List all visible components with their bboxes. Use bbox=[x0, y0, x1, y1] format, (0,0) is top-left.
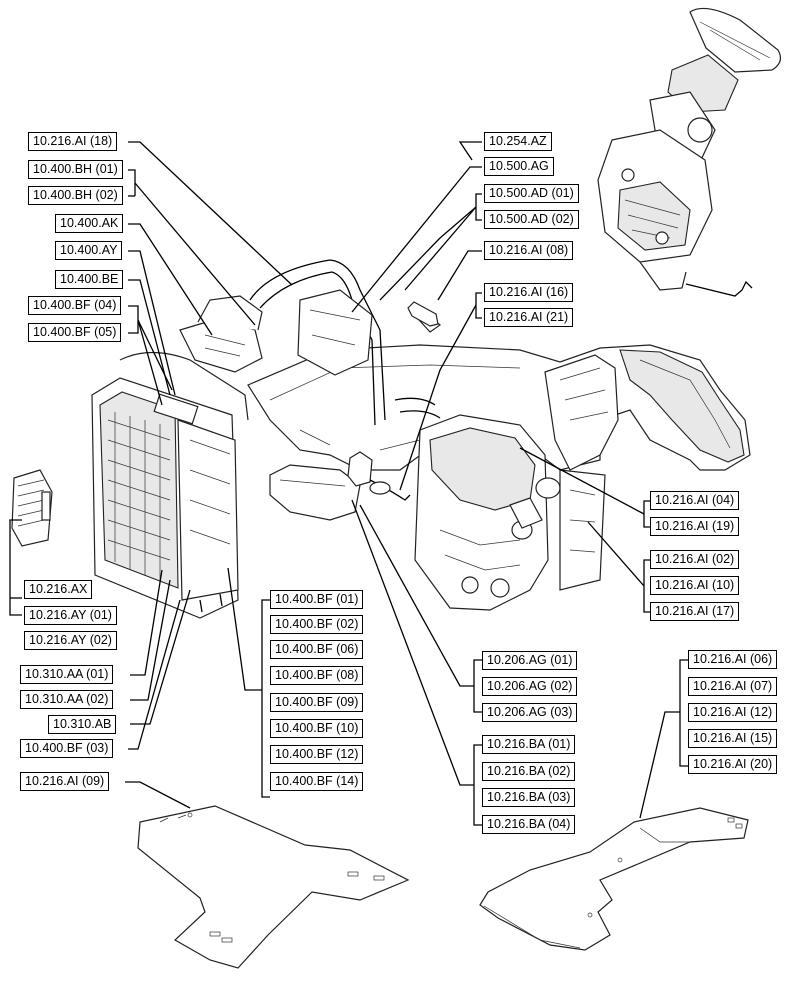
callout-10-500-ad-01[interactable]: 10.500.AD (01) bbox=[484, 184, 579, 203]
callout-10-216-ai-09[interactable]: 10.216.AI (09) bbox=[20, 772, 110, 791]
callout-10-400-ak[interactable]: 10.400.AK bbox=[55, 214, 124, 233]
callout-10-400-bf-01[interactable]: 10.400.BF (01) bbox=[270, 590, 364, 609]
callout-10-400-bf-02[interactable]: 10.400.BF (02) bbox=[270, 615, 364, 634]
callout-10-216-ai-04[interactable]: 10.216.AI (04) bbox=[650, 491, 740, 510]
callout-10-216-ai-15[interactable]: 10.216.AI (15) bbox=[688, 729, 778, 748]
floor-mat-left-illustration bbox=[137, 805, 410, 969]
callout-10-400-bh-02[interactable]: 10.400.BH (02) bbox=[28, 186, 123, 205]
callout-10-216-ai-16[interactable]: 10.216.AI (16) bbox=[484, 283, 574, 302]
callout-10-400-bf-10[interactable]: 10.400.BF (10) bbox=[270, 719, 364, 738]
callout-10-400-bf-12[interactable]: 10.400.BF (12) bbox=[270, 745, 364, 764]
callout-10-206-ag-01[interactable]: 10.206.AG (01) bbox=[482, 651, 578, 670]
callout-10-216-ai-06[interactable]: 10.216.AI (06) bbox=[688, 650, 778, 669]
callout-10-400-be[interactable]: 10.400.BE bbox=[55, 270, 124, 289]
callout-10-216-ay-01[interactable]: 10.216.AY (01) bbox=[24, 606, 117, 625]
callout-10-500-ad-02[interactable]: 10.500.AD (02) bbox=[484, 210, 579, 229]
callout-10-216-ai-18[interactable]: 10.216.AI (18) bbox=[28, 132, 118, 151]
callout-10-216-ay-02[interactable]: 10.216.AY (02) bbox=[24, 631, 117, 650]
callout-10-216-ai-02[interactable]: 10.216.AI (02) bbox=[650, 550, 740, 569]
callout-10-216-ai-20[interactable]: 10.216.AI (20) bbox=[688, 755, 778, 774]
oil-cooler-illustration bbox=[11, 469, 53, 547]
callout-10-400-bf-04[interactable]: 10.400.BF (04) bbox=[28, 296, 122, 315]
callout-10-216-ai-07[interactable]: 10.216.AI (07) bbox=[688, 677, 778, 696]
callout-10-216-ai-08[interactable]: 10.216.AI (08) bbox=[484, 241, 574, 260]
callout-10-216-ax[interactable]: 10.216.AX bbox=[24, 580, 93, 599]
callout-10-310-ab[interactable]: 10.310.AB bbox=[48, 715, 117, 734]
callout-10-216-ba-04[interactable]: 10.216.BA (04) bbox=[482, 815, 576, 834]
callout-10-400-bf-05[interactable]: 10.400.BF (05) bbox=[28, 323, 122, 342]
callout-10-400-ay[interactable]: 10.400.AY bbox=[55, 241, 123, 260]
callout-10-216-ba-03[interactable]: 10.216.BA (03) bbox=[482, 788, 576, 807]
callout-10-206-ag-02[interactable]: 10.206.AG (02) bbox=[482, 677, 578, 696]
callout-10-400-bf-09[interactable]: 10.400.BF (09) bbox=[270, 693, 364, 712]
callout-10-216-ai-17[interactable]: 10.216.AI (17) bbox=[650, 602, 740, 621]
callout-10-400-bh-01[interactable]: 10.400.BH (01) bbox=[28, 160, 123, 179]
callout-10-400-bf-03[interactable]: 10.400.BF (03) bbox=[20, 739, 114, 758]
callout-10-400-bf-08[interactable]: 10.400.BF (08) bbox=[270, 666, 364, 685]
callout-10-400-bf-06[interactable]: 10.400.BF (06) bbox=[270, 640, 364, 659]
callout-10-254-az[interactable]: 10.254.AZ bbox=[484, 132, 552, 151]
leader-lines bbox=[9, 141, 688, 826]
tank-illustration bbox=[414, 414, 606, 611]
callout-10-216-ba-02[interactable]: 10.216.BA (02) bbox=[482, 762, 576, 781]
callout-10-500-ag[interactable]: 10.500.AG bbox=[484, 157, 554, 176]
callout-10-216-ai-12[interactable]: 10.216.AI (12) bbox=[688, 703, 778, 722]
callout-10-206-ag-03[interactable]: 10.206.AG (03) bbox=[482, 703, 578, 722]
bracket-illustration bbox=[407, 301, 439, 327]
callout-10-310-aa-02[interactable]: 10.310.AA (02) bbox=[20, 690, 114, 709]
steering-column-illustration bbox=[597, 7, 782, 297]
callout-10-400-bf-14[interactable]: 10.400.BF (14) bbox=[270, 772, 364, 791]
callout-10-216-ai-19[interactable]: 10.216.AI (19) bbox=[650, 517, 740, 536]
callout-10-216-ai-21[interactable]: 10.216.AI (21) bbox=[484, 308, 574, 327]
floor-mat-right-illustration bbox=[479, 807, 749, 951]
callout-10-310-aa-01[interactable]: 10.310.AA (01) bbox=[20, 665, 114, 684]
radiator-cooler-illustration bbox=[91, 295, 263, 619]
callout-10-216-ai-10[interactable]: 10.216.AI (10) bbox=[650, 576, 740, 595]
callout-10-216-ba-01[interactable]: 10.216.BA (01) bbox=[482, 735, 576, 754]
